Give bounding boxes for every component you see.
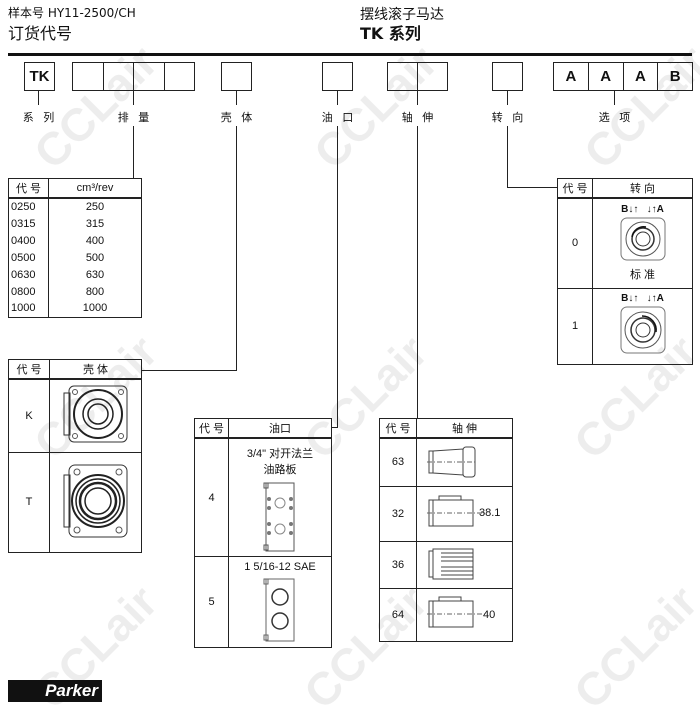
rotation-table: 代 号转 向 0 B↓↑ ↓↑A 标 准 1 B↓↑ ↓↑A	[557, 178, 693, 365]
value-cell: 1000	[48, 300, 142, 318]
code-cell: 0630	[8, 266, 49, 283]
section-title: 订货代号	[8, 24, 73, 43]
value-cell: 500	[48, 249, 142, 266]
code-cell: 1000	[8, 300, 49, 318]
value-cell: 630	[48, 266, 142, 283]
code-box-rotation	[492, 62, 523, 91]
housing-code: K	[8, 378, 50, 453]
splined-shaft-icon	[428, 548, 474, 580]
watermark: CCLair	[563, 575, 700, 719]
catalog-number: 样本号 HY11-2500/CH	[8, 6, 136, 20]
shaft-diameter: 40	[483, 608, 496, 621]
parker-logo: Parker	[8, 680, 102, 702]
straight-shaft-icon	[427, 596, 485, 628]
value-cell: 250	[48, 198, 142, 215]
label-shaft: 轴 伸	[401, 111, 437, 124]
housing-t-icon	[63, 464, 127, 537]
code-cell: 0400	[8, 232, 49, 249]
label-port: 油 口	[321, 111, 357, 124]
watermark: CCLair	[23, 35, 168, 179]
code-cell: 0250	[8, 198, 49, 215]
code-cell: 0500	[8, 249, 49, 266]
housing-table: 代 号壳 体 K T	[8, 359, 142, 553]
standard-rotation-icon	[620, 217, 665, 261]
code-box-displacement	[72, 62, 195, 91]
code-cell: 0800	[8, 283, 49, 300]
watermark: CCLair	[573, 35, 700, 179]
label-series: 系 列	[22, 111, 58, 124]
code-box-shaft	[387, 62, 448, 91]
shaft-diameter: 38.1	[479, 506, 501, 519]
series-title: TK 系列	[360, 24, 421, 43]
straight-shaft-icon	[427, 495, 485, 527]
value-cell: 400	[48, 232, 142, 249]
label-housing: 壳 体	[220, 111, 256, 124]
code-box-port	[322, 62, 353, 91]
housing-k-icon	[63, 385, 127, 443]
watermark: CCLair	[303, 35, 448, 179]
label-options: 选 项	[598, 111, 634, 124]
label-displacement: 排 量	[117, 111, 153, 124]
sae-port-icon	[263, 578, 295, 642]
product-title: 摆线滚子马达	[360, 7, 444, 23]
split-flange-port-icon	[263, 482, 295, 552]
code-cell: 0315	[8, 215, 49, 232]
code-box-housing	[221, 62, 252, 91]
tapered-shaft-icon	[427, 446, 477, 478]
divider	[8, 53, 692, 56]
value-cell: 315	[48, 215, 142, 232]
label-rotation: 转 向	[491, 111, 527, 124]
value-cell: 800	[48, 283, 142, 300]
reverse-rotation-icon	[620, 306, 665, 354]
code-box-series: TK	[24, 62, 55, 91]
housing-code: T	[8, 451, 50, 553]
port-table: 代 号油口 4 3/4" 对开法兰油路板 5 1 5/16-12 SAE	[194, 418, 332, 648]
